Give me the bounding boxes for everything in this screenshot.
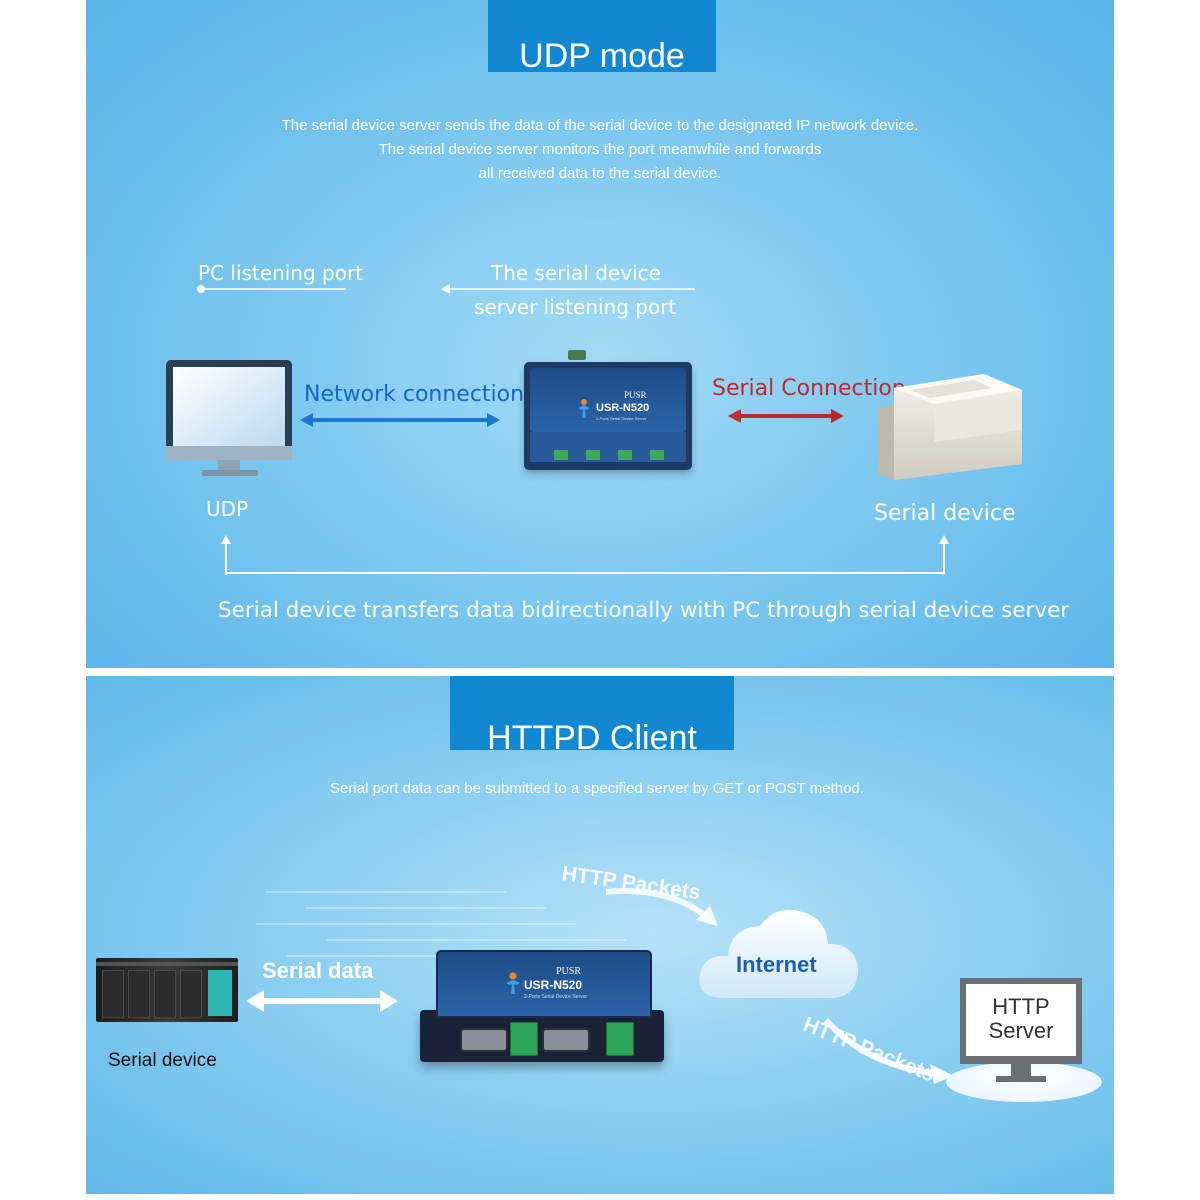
internet-label: Internet	[736, 952, 817, 977]
udp-title-tab: UDP mode	[488, 0, 716, 75]
pc-listening-port-label: PC listening port	[198, 261, 364, 285]
pc-port-underline	[197, 285, 346, 293]
http-packets-arrow-top	[605, 888, 718, 926]
httpd-description: Serial port data can be submitted to a s…	[330, 780, 864, 797]
serial-data-label: Serial data	[262, 958, 374, 983]
udp-description-line-3: all received data to the serial device.	[478, 165, 722, 182]
bidirectional-transfer-line	[221, 535, 949, 575]
printer-icon	[878, 374, 1022, 480]
udp-serial-device-label: Serial device	[874, 501, 1016, 526]
terminal-block-icon	[606, 1022, 634, 1056]
httpd-title-tab: HTTPD Client	[450, 676, 734, 756]
httpd-title: HTTPD Client	[487, 719, 697, 757]
usr-logo-icon	[578, 399, 590, 418]
device-brand: PUSR	[624, 390, 647, 400]
serial-connection-label: Serial Connection	[712, 376, 906, 401]
terminal-block-icon	[510, 1022, 538, 1056]
front-device-subtitle: 2-Ports Serial Device Server	[524, 994, 588, 1000]
udp-title: UDP mode	[519, 37, 685, 75]
serial-data-arrow	[246, 990, 398, 1012]
udp-pc-label: UDP	[206, 497, 249, 521]
network-connection-label: Network connection	[304, 382, 525, 407]
front-device-model: USR-N520	[524, 978, 583, 992]
http-server-monitor-icon	[960, 978, 1082, 1082]
plc-device-icon	[96, 958, 238, 1022]
front-usr-logo-icon	[506, 972, 520, 994]
http-packets-arrow-bottom	[823, 1018, 954, 1084]
device-subtitle: 2-Ports Serial Device Server	[596, 416, 647, 421]
serial-connection-arrow	[728, 409, 844, 423]
server-port-label-line-1: The serial device	[491, 261, 661, 285]
internet-cloud-icon	[699, 909, 858, 998]
udp-description-line-1: The serial device server sends the data …	[281, 117, 919, 134]
server-port-arrow-line	[441, 284, 695, 294]
server-port-label-line-2: server listening port	[474, 295, 677, 319]
device-model: USR-N520	[596, 402, 650, 414]
udp-footer-caption: Serial device transfers data bidirection…	[218, 598, 1070, 623]
usr-n520-device-front: PUSR USR-N520 2-Ports Serial Device Serv…	[420, 950, 664, 1062]
http-server-label-line-2: Server	[988, 1018, 1054, 1043]
httpd-serial-device-label: Serial device	[108, 1050, 217, 1071]
udp-description-line-2: The serial device server monitors the po…	[378, 141, 822, 158]
front-device-brand: PUSR	[556, 966, 582, 977]
pc-monitor-icon	[166, 360, 292, 476]
network-connection-arrow	[300, 413, 500, 427]
httpd-client-panel: HTTPD Client Serial port data can be sub…	[86, 676, 1114, 1194]
db9-port-icon	[542, 1028, 590, 1052]
http-server-label-line-1: HTTP	[992, 994, 1050, 1019]
udp-mode-panel: UDP mode The serial device server sends …	[86, 0, 1114, 668]
usr-n520-device: PUSR USR-N520 2-Ports Serial Device Serv…	[524, 350, 692, 476]
db9-port-icon	[460, 1028, 508, 1052]
